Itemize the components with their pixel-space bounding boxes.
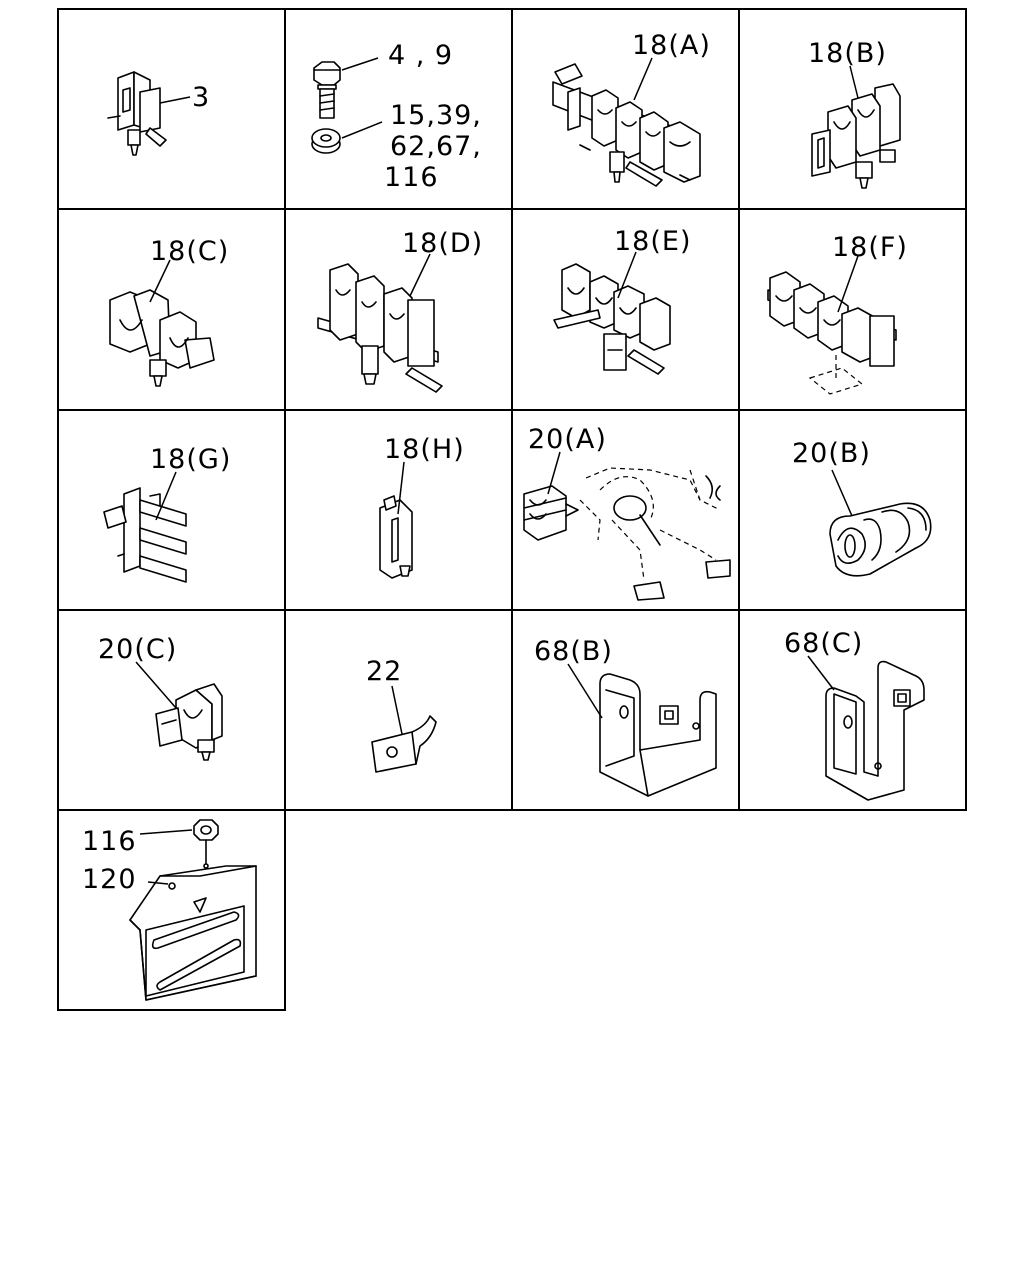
cell-part-18h: 18(H): [379, 434, 465, 579]
bolt-drawing: [313, 61, 341, 119]
label-part-68c: 68(C): [784, 628, 863, 659]
clip-18b-drawing: [811, 83, 901, 189]
clip-18e-drawing: [553, 263, 671, 375]
cell-part-22: 22: [366, 656, 437, 773]
plate-120-drawing: [129, 865, 257, 1001]
bracket-68b-drawing: [599, 673, 717, 797]
label-part-116-a: 116: [384, 162, 439, 193]
label-part-4-9: 4 , 9: [388, 40, 453, 71]
label-part-116-b: 116: [82, 826, 137, 857]
clip-3-drawing: [107, 71, 167, 156]
label-part-15-39: 15,39,: [390, 100, 482, 131]
label-part-18d: 18(D): [402, 228, 483, 259]
label-part-18f: 18(F): [832, 232, 908, 263]
grid-frames: [57, 8, 967, 1011]
clip-18d-drawing: [317, 263, 443, 393]
clip-20c-drawing: [155, 683, 223, 761]
clip-20a-drawing: [523, 485, 579, 541]
cell-part-120: 116 120: [82, 819, 257, 1001]
label-part-18h: 18(H): [384, 434, 465, 465]
clip-18g-drawing: [103, 487, 187, 583]
label-part-3: 3: [192, 82, 210, 113]
label-part-18a: 18(A): [632, 30, 711, 61]
label-part-120: 120: [82, 864, 137, 895]
clip-20b-drawing: [829, 502, 932, 577]
cell-part-18d: 18(D): [317, 228, 483, 393]
cell-part-3: 3: [107, 71, 210, 156]
label-part-62-67: 62,67,: [390, 131, 482, 162]
label-part-20c: 20(C): [98, 634, 177, 665]
clip-18a-drawing: [552, 63, 701, 187]
clip-18h-drawing: [379, 495, 413, 579]
cell-part-20c: 20(C): [98, 634, 223, 761]
clip-18f-drawing: [767, 271, 897, 395]
cell-part-68b: 68(B): [534, 636, 717, 797]
label-part-18e: 18(E): [614, 226, 691, 257]
cell-part-20a: 20(A): [523, 424, 731, 601]
label-part-20a: 20(A): [528, 424, 607, 455]
label-part-18b: 18(B): [808, 38, 887, 69]
nut-116-drawing: [193, 819, 219, 869]
label-part-18c: 18(C): [150, 236, 229, 267]
nut-drawing: [311, 128, 341, 154]
bracket-22-drawing: [371, 715, 437, 773]
cell-part-18c: 18(C): [109, 236, 229, 387]
label-part-18g: 18(G): [150, 444, 231, 475]
cell-part-68c: 68(C): [784, 628, 925, 801]
label-part-20b: 20(B): [792, 438, 871, 469]
cell-part-18e: 18(E): [553, 226, 691, 375]
cell-part-18g: 18(G): [103, 444, 231, 583]
label-part-22: 22: [366, 656, 402, 687]
label-part-68b: 68(B): [534, 636, 613, 667]
clip-18c-drawing: [109, 289, 215, 387]
cell-part-18f: 18(F): [767, 232, 908, 395]
cell-part-18b: 18(B): [808, 38, 901, 189]
bracket-68c-drawing: [825, 660, 925, 801]
cell-part-18a: 18(A): [552, 30, 711, 187]
cell-bolt-nut: 4 , 9 15,39, 62,67, 116: [311, 40, 482, 193]
assembly-context-drawing: [579, 467, 731, 601]
cell-part-20b: 20(B): [792, 438, 932, 577]
